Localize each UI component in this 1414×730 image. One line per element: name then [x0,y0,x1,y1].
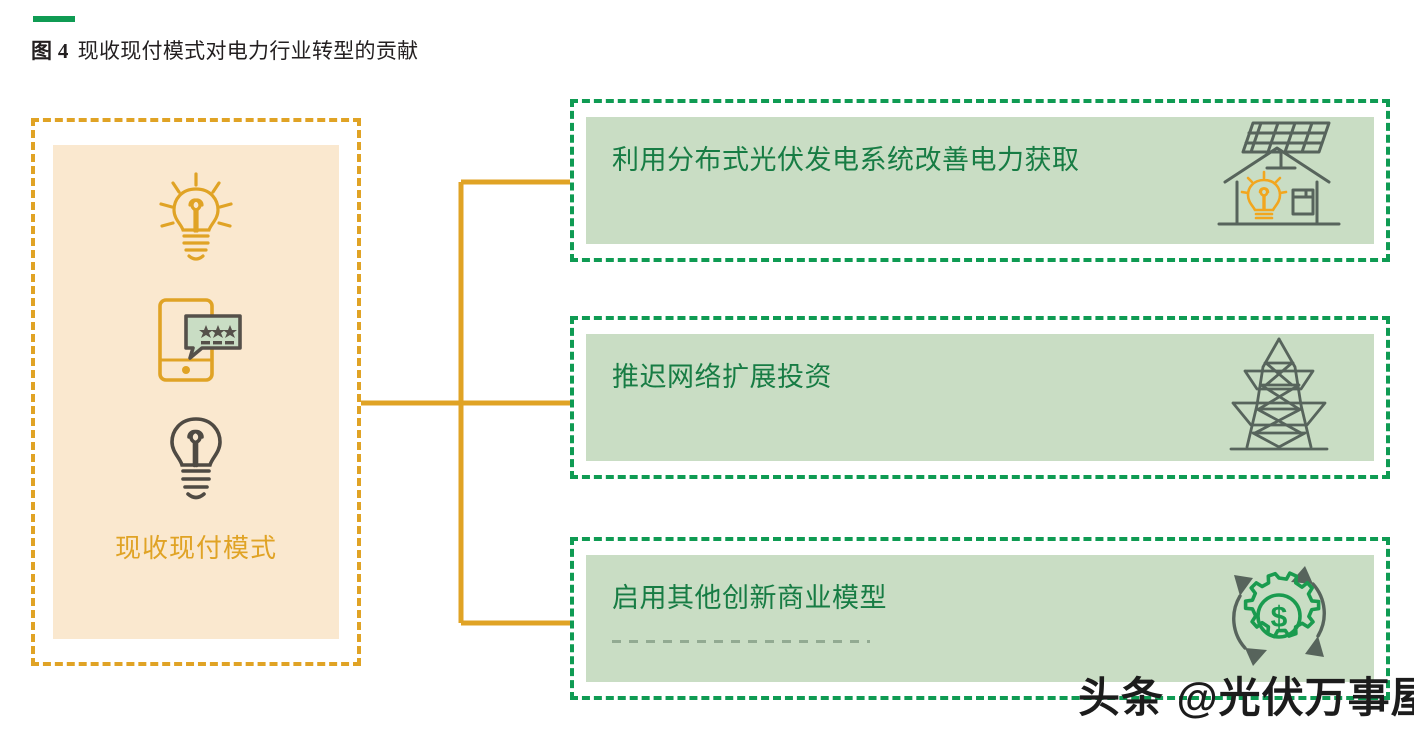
transmission-tower-icon [1223,333,1335,462]
outcome-card-icon: $ [1184,555,1374,682]
lightbulb-rays-icon [153,169,239,272]
accent-bar [33,16,75,22]
outcome-card-business-models: 启用其他创新商业模型 [570,537,1390,700]
solar-house-icon [1215,118,1343,243]
outcome-card-inner: 利用分布式光伏发电系统改善电力获取 [586,117,1374,244]
outcome-card-icon [1184,334,1374,461]
source-panel: 现收现付模式 [31,118,361,666]
figure-label: 图 4 [31,39,69,63]
outcome-card-sublabel [612,633,870,647]
outcome-card-inner: 推迟网络扩展投资 [586,334,1374,461]
outcome-card-label: 利用分布式光伏发电系统改善电力获取 [612,145,1080,175]
outcome-card-solar-access: 利用分布式光伏发电系统改善电力获取 [570,99,1390,262]
outcome-card-text-wrap: 推迟网络扩展投资 [586,334,1184,461]
source-panel-label: 现收现付模式 [114,534,277,563]
outcome-card-grid-investment: 推迟网络扩展投资 [570,316,1390,479]
gear-dollar-cycle-icon: $ [1217,554,1341,683]
lightbulb-icon [160,413,232,510]
watermark: 头条 @光伏万事屋 [1078,674,1414,721]
figure-title-text: 现收现付模式对电力行业转型的贡献 [77,39,419,63]
svg-text:$: $ [1271,601,1288,634]
mobile-payment-pin-icon [146,294,246,391]
source-icon-group [146,169,246,510]
page-title: 图 4 现收现付模式对电力行业转型的贡献 [31,38,418,64]
outcome-card-icon [1184,117,1374,244]
outcome-card-text-wrap: 启用其他创新商业模型 [586,555,1184,682]
outcome-card-inner: 启用其他创新商业模型 [586,555,1374,682]
outcome-card-text-wrap: 利用分布式光伏发电系统改善电力获取 [586,117,1184,244]
outcome-card-label: 启用其他创新商业模型 [612,583,887,613]
source-panel-inner: 现收现付模式 [53,145,339,639]
outcome-card-label: 推迟网络扩展投资 [612,362,832,392]
